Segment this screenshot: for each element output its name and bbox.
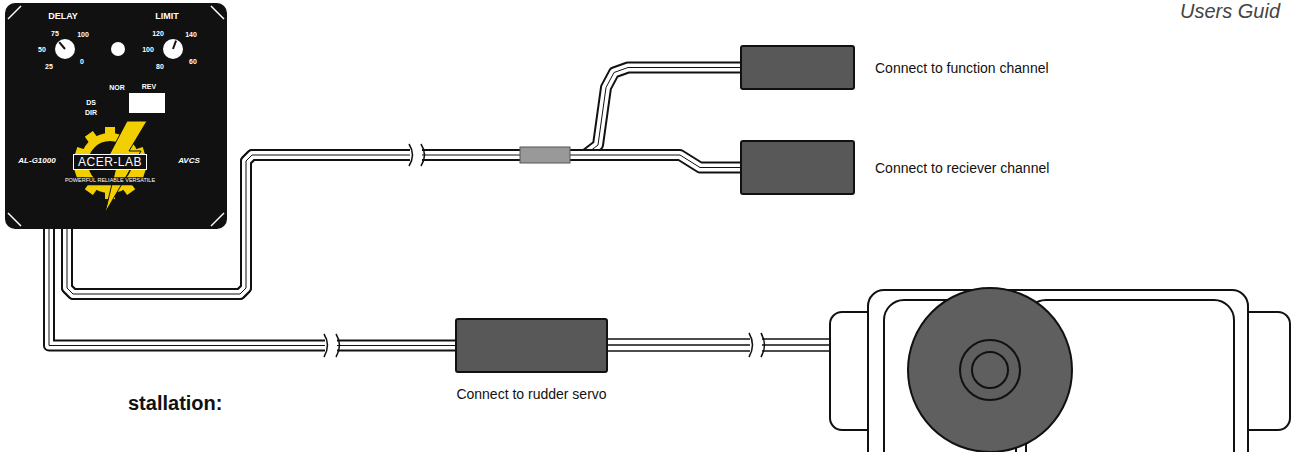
cable-fill	[49, 229, 455, 346]
cable-sleeve	[520, 147, 570, 163]
plug-label: Connect to rudder servo	[456, 387, 606, 401]
break-curve	[324, 334, 328, 357]
connector-plug: Connect to reciever channel	[740, 140, 855, 195]
panel-text: 80	[156, 63, 164, 70]
panel-text: 75	[51, 30, 59, 37]
dial-knob	[163, 39, 183, 59]
lightning-bolt	[105, 121, 147, 213]
dial-pointer	[173, 41, 176, 49]
panel-text: AL-G1000	[18, 157, 55, 165]
break-curve	[336, 334, 340, 357]
gyro-case	[5, 3, 227, 229]
corner-bevel	[8, 213, 21, 226]
panel-text: 25	[45, 63, 53, 70]
wire-line	[608, 338, 830, 340]
connector-plug: Connect to rudder servo	[455, 318, 608, 373]
cable-break	[324, 334, 340, 357]
cable-strand	[49, 229, 455, 346]
panel-text: 0	[80, 58, 84, 65]
panel-text: DELAY	[48, 12, 78, 21]
page-header: Users Guid	[1180, 0, 1280, 22]
connector-plug: Connect to function channel	[740, 45, 855, 90]
section-heading: stallation:	[128, 392, 222, 414]
panel-text: REV	[142, 83, 156, 90]
panel-text: 60	[189, 58, 197, 65]
cable-break	[409, 144, 425, 166]
corner-bevel	[8, 6, 21, 19]
servo-horn-disc	[908, 288, 1072, 452]
gyro-unit: ACER-LAB DELAY 75 100 50 0 25 LIMIT 120 140 100 60 8…	[5, 3, 227, 229]
panel-text: ACER-LAB	[78, 156, 142, 168]
dip-switch	[129, 93, 165, 113]
panel-text: DIR	[85, 109, 97, 116]
plug-label: Connect to reciever channel	[875, 161, 1049, 175]
panel-text: 100	[142, 46, 154, 53]
cable	[49, 229, 455, 346]
plug-label: Connect to function channel	[875, 61, 1049, 75]
dial-pointer	[59, 42, 65, 49]
servo-screw	[972, 352, 1008, 388]
break-curve	[761, 333, 765, 357]
panel-text: 120	[152, 30, 164, 37]
panel-text: POWERFUL RELIABLE VERSATILE	[63, 177, 157, 185]
wire-line	[608, 350, 830, 352]
break-gap	[750, 334, 762, 356]
brand-badge: ACER-LAB	[73, 154, 147, 170]
corner-bevel	[211, 6, 224, 19]
panel-text: AVCS	[178, 157, 200, 165]
panel-text: 50	[38, 46, 46, 53]
cable-outline	[49, 229, 455, 346]
panel-text: LIMIT	[155, 12, 179, 21]
break-curve	[749, 333, 753, 357]
dial-knob	[55, 39, 75, 59]
panel-text: DS	[86, 99, 96, 106]
servo-wire	[608, 339, 830, 351]
servo-hub	[960, 340, 1020, 400]
status-led	[111, 42, 125, 56]
servo	[830, 288, 1290, 452]
panel-text: NOR	[109, 84, 125, 91]
break-curve	[409, 144, 413, 166]
corner-bevel	[211, 213, 224, 226]
break-curve	[421, 144, 425, 166]
panel-text: 140	[185, 31, 197, 38]
cable-break	[749, 333, 765, 357]
panel-text: 100	[77, 31, 89, 38]
wire-line	[608, 344, 830, 346]
